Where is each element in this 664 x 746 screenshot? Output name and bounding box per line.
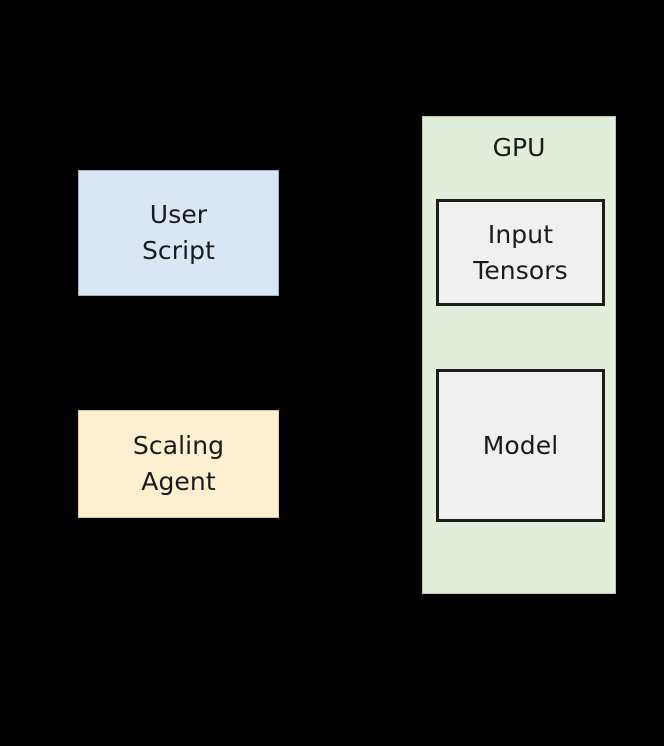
- node-model[interactable]: Model: [436, 369, 605, 522]
- node-input-tensors-label: Input Tensors: [473, 219, 568, 285]
- node-scaling-agent[interactable]: Scaling Agent: [78, 410, 279, 518]
- node-input-tensors[interactable]: Input Tensors: [436, 199, 605, 306]
- node-scaling-agent-label: Scaling Agent: [132, 431, 225, 496]
- node-user-script-label: User Script: [141, 200, 216, 265]
- node-gpu-label: GPU: [492, 133, 546, 162]
- node-user-script[interactable]: User Script: [78, 170, 279, 296]
- node-model-label: Model: [482, 430, 559, 460]
- node-gpu-container[interactable]: GPU Input Tensors Model: [422, 116, 616, 594]
